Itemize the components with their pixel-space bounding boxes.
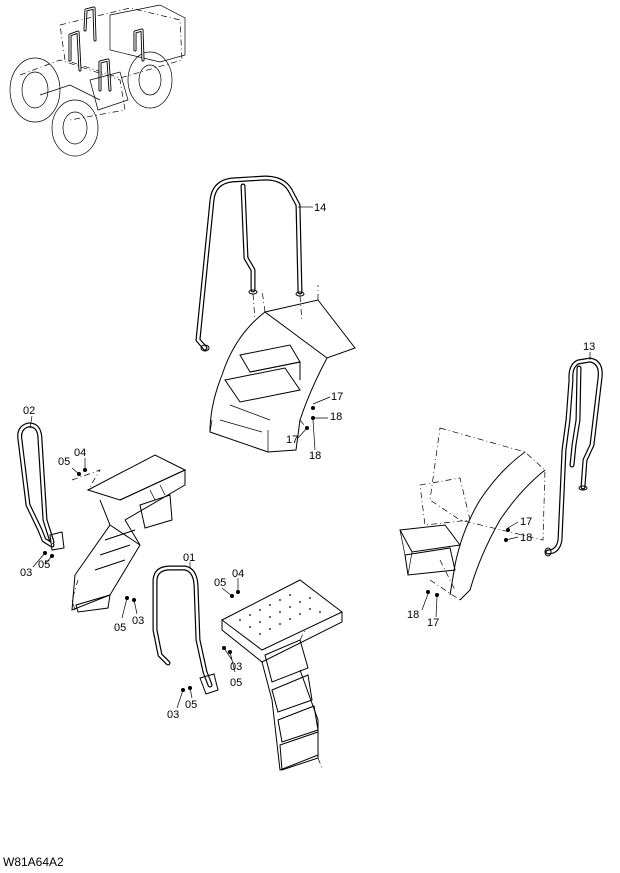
callout-17-right-b: 17 bbox=[427, 617, 439, 629]
callout-05-left-top: 05 bbox=[58, 456, 70, 468]
callout-14: 14 bbox=[314, 202, 326, 214]
callout-03-left-mid: 03 bbox=[132, 615, 144, 627]
fender-right bbox=[399, 427, 546, 601]
drawing-code: W81A64A2 bbox=[3, 855, 64, 869]
handrail-left-front bbox=[152, 565, 219, 695]
callout-05-left-bottom: 05 bbox=[38, 559, 50, 571]
callout-18-top: 18 bbox=[330, 411, 342, 423]
callout-03-left-bottom: 03 bbox=[20, 567, 32, 579]
callout-05-step-mid: 05 bbox=[230, 677, 242, 689]
handrail-front-top bbox=[195, 175, 305, 352]
handrail-right bbox=[544, 357, 603, 557]
handrail-left-rear bbox=[17, 422, 65, 551]
callout-03-step-bottom: 03 bbox=[167, 709, 179, 721]
callout-03-step-mid: 03 bbox=[230, 661, 242, 673]
callout-labels: 14 17 18 17 18 13 17 18 18 17 02 05 04 0… bbox=[20, 202, 595, 721]
callout-18-right: 18 bbox=[520, 532, 532, 544]
callout-17-right: 17 bbox=[520, 516, 532, 528]
step-left-rear bbox=[71, 454, 187, 613]
callout-04-step-top: 04 bbox=[232, 568, 244, 580]
machine-overview bbox=[9, 4, 186, 157]
step-perforation bbox=[239, 594, 321, 635]
callout-01: 01 bbox=[183, 552, 195, 564]
callout-05-step-top: 05 bbox=[214, 577, 226, 589]
callout-18-top-b: 18 bbox=[309, 450, 321, 462]
callout-18-right-b: 18 bbox=[407, 609, 419, 621]
callout-13: 13 bbox=[583, 341, 595, 353]
callout-05-step-bottom: 05 bbox=[185, 699, 197, 711]
callout-17-top: 17 bbox=[331, 391, 343, 403]
callout-17-top-b: 17 bbox=[286, 434, 298, 446]
callout-04-left-top: 04 bbox=[74, 447, 86, 459]
fasteners bbox=[43, 406, 510, 692]
callout-05-left-mid: 05 bbox=[114, 622, 126, 634]
callout-02: 02 bbox=[23, 405, 35, 417]
leader-lines bbox=[29, 206, 591, 709]
step-left-front bbox=[221, 579, 343, 771]
fender-step-top bbox=[209, 285, 356, 453]
